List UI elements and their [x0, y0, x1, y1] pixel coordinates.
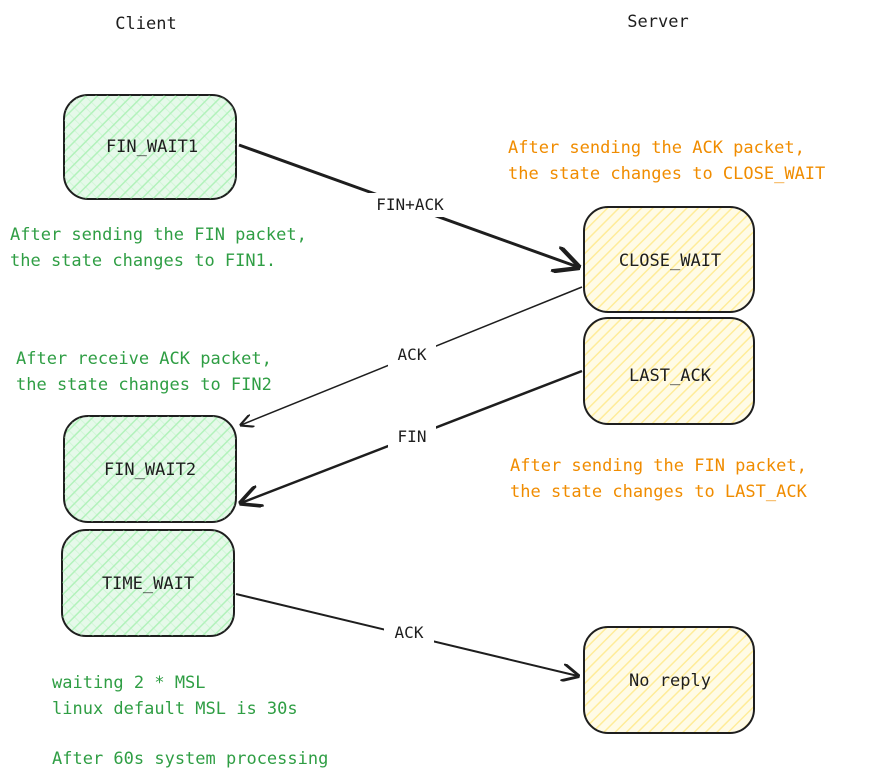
edge-label: FIN+ACK [376, 195, 444, 214]
state-fin-wait1: FIN_WAIT1 [63, 94, 237, 200]
note-line: waiting 2 * MSL [52, 673, 206, 693]
note-line: After sending the FIN packet, [510, 456, 807, 476]
arrow-fin-ack: FIN+ACK [238, 143, 578, 267]
state-fin-wait2: FIN_WAIT2 [63, 415, 237, 523]
arrow-ack-to-no-reply: ACK [235, 593, 578, 676]
note-fin1: After sending the FIN packet, the state … [10, 225, 307, 271]
state-label: LAST_ACK [629, 366, 712, 386]
note-line: the state changes to LAST_ACK [510, 482, 808, 502]
note-time-wait: waiting 2 * MSL linux default MSL is 30s… [52, 673, 328, 769]
state-label: FIN_WAIT1 [106, 137, 198, 157]
note-last-ack: After sending the FIN packet, the state … [510, 456, 808, 502]
note-line: After receive ACK packet, [16, 349, 272, 369]
state-close-wait: CLOSE_WAIT [583, 206, 755, 313]
state-label: TIME_WAIT [102, 574, 194, 594]
note-line: After sending the FIN packet, [10, 225, 307, 245]
state-label: No reply [629, 671, 711, 691]
state-last-ack: LAST_ACK [583, 317, 755, 425]
edge-label: FIN [398, 427, 427, 446]
arrow-ack-to-fin2: ACK [241, 286, 583, 425]
state-label: CLOSE_WAIT [619, 251, 721, 271]
state-time-wait: TIME_WAIT [61, 529, 235, 637]
edge-label: ACK [395, 623, 424, 642]
note-line: linux default MSL is 30s [52, 699, 298, 719]
arrow-fin-to-fin2: FIN [241, 369, 583, 503]
state-no-reply: No reply [583, 626, 755, 734]
note-line: the state changes to CLOSE_WAIT [508, 164, 825, 184]
state-label: FIN_WAIT2 [104, 460, 196, 480]
edge-label: ACK [398, 345, 427, 364]
server-header: Server [627, 12, 688, 32]
note-line: After 60s system processing [52, 749, 328, 769]
client-header: Client [115, 14, 176, 34]
note-line: the state changes to FIN2 [16, 375, 272, 395]
note-line: the state changes to FIN1. [10, 251, 276, 271]
note-line: After sending the ACK packet, [508, 138, 805, 158]
note-fin2: After receive ACK packet, the state chan… [16, 349, 272, 395]
note-close-wait: After sending the ACK packet, the state … [508, 138, 825, 184]
